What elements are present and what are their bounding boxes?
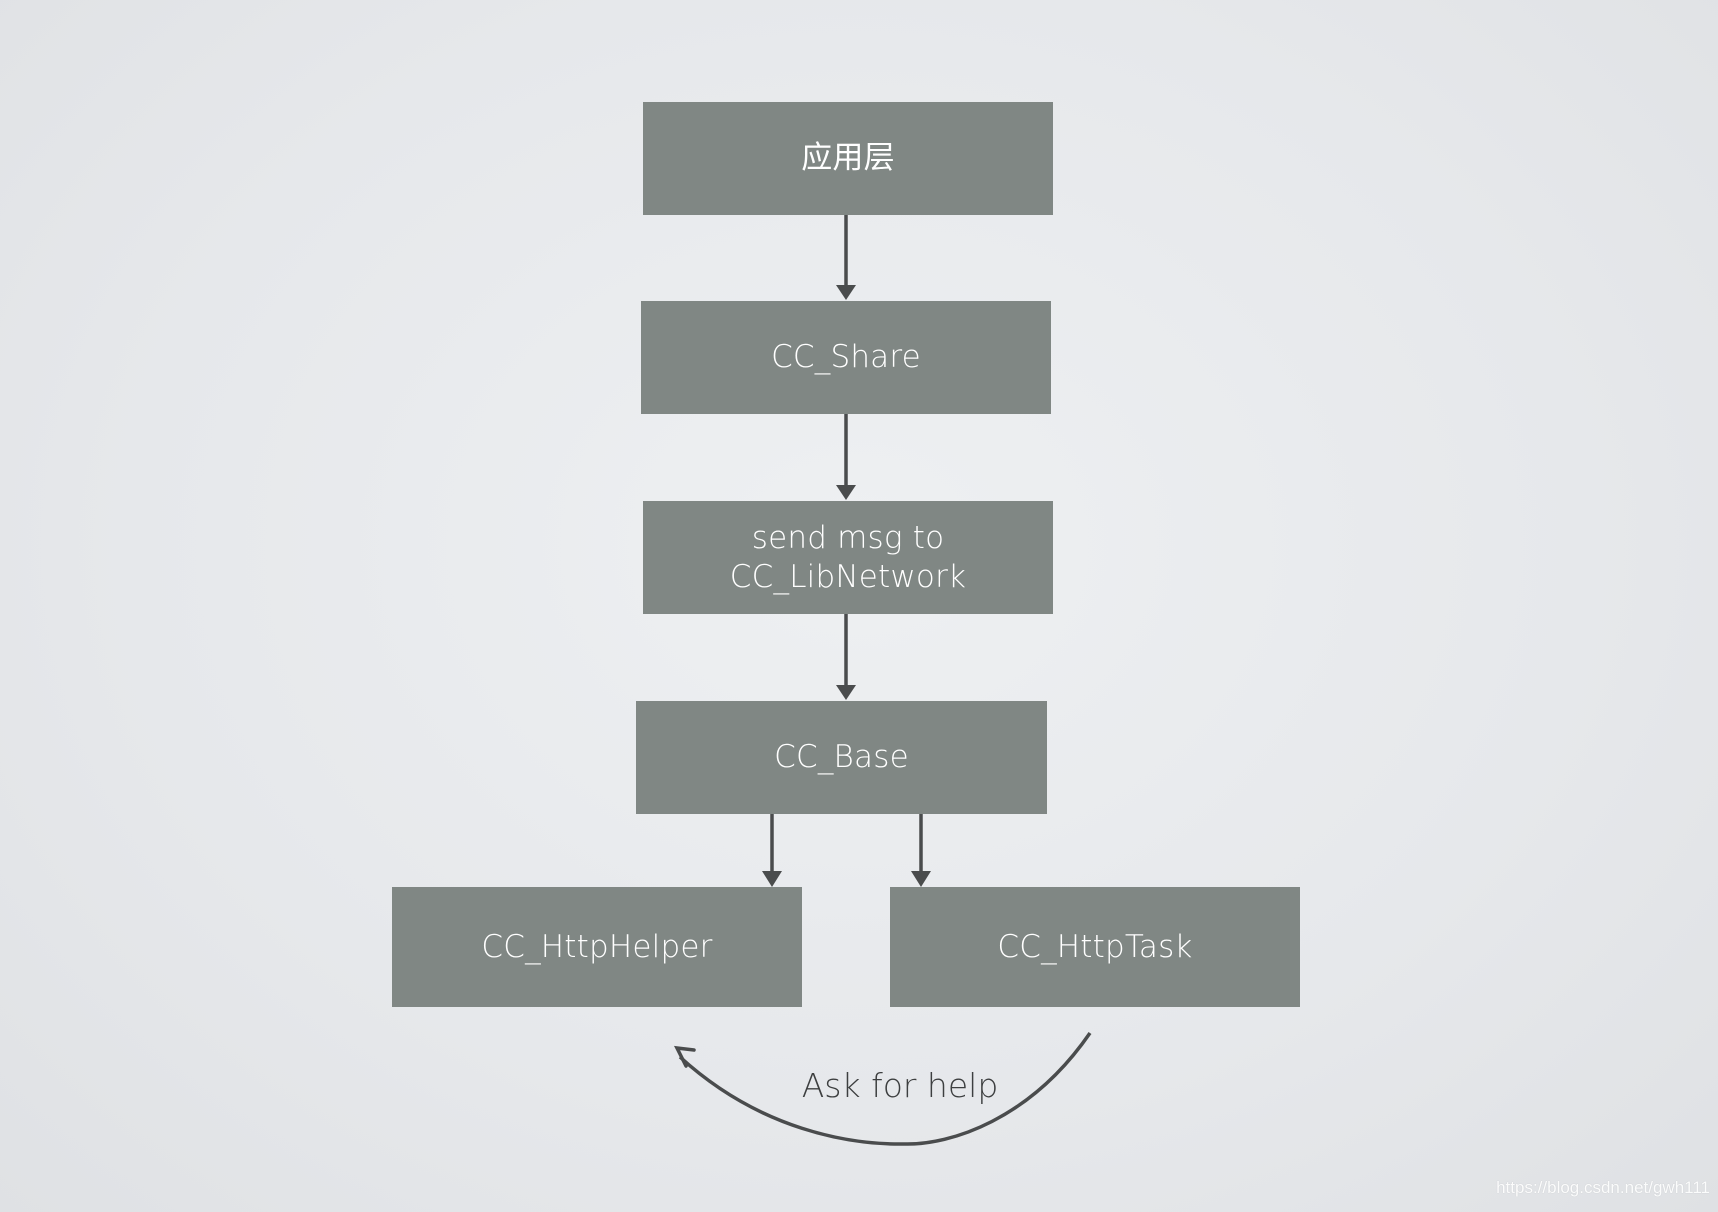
arrowhead-base — [836, 685, 856, 700]
node-send-msg: send msg to CC_LibNetwork — [643, 501, 1053, 614]
node-cc-http-task: CC_HttpTask — [890, 887, 1300, 1007]
node-cc-base: CC_Base — [636, 701, 1047, 814]
arrowhead-helper — [762, 871, 782, 887]
arrowhead-share — [836, 285, 856, 300]
node-cc-http-task-label: CC_HttpTask — [997, 928, 1193, 965]
edge-label-ask-for-help: Ask for help — [801, 1066, 999, 1105]
node-cc-http-helper: CC_HttpHelper — [392, 887, 802, 1007]
node-cc-share: CC_Share — [641, 301, 1051, 414]
arrowhead-task — [911, 871, 931, 887]
arrowhead-send — [836, 485, 856, 500]
node-send-msg-line1: send msg to — [751, 519, 945, 556]
node-cc-base-label: CC_Base — [774, 739, 909, 776]
node-cc-http-helper-label: CC_HttpHelper — [481, 928, 713, 965]
arrow-ask-for-help — [678, 1032, 1092, 1146]
node-cc-share-label: CC_Share — [771, 339, 921, 376]
node-app-layer: 应用层 — [643, 102, 1053, 215]
arrowhead-ask-for-help — [673, 1045, 696, 1068]
node-send-msg-line2: CC_LibNetwork — [729, 558, 967, 595]
watermark: https://blog.csdn.net/gwh111 — [1496, 1178, 1710, 1197]
node-app-layer-label: 应用层 — [801, 140, 895, 177]
